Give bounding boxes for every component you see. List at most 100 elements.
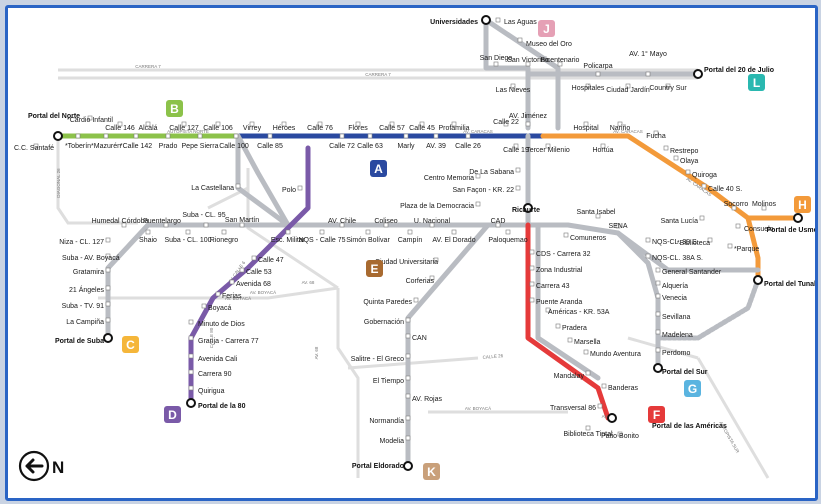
station-ciudad-jard-n[interactable]: Ciudad Jardín bbox=[606, 83, 650, 94]
station-suba-cl-100[interactable]: Suba - CL. 100 bbox=[164, 229, 212, 244]
station-av-rojas[interactable]: AV. Rojas bbox=[405, 393, 442, 403]
station-parque[interactable]: *Parque bbox=[727, 243, 759, 253]
station-virrey[interactable]: Virrey bbox=[243, 121, 262, 132]
station-transversal-86[interactable]: Transversal 86 bbox=[550, 403, 603, 412]
station-alquer-a[interactable]: Alquería bbox=[655, 280, 688, 290]
station-fucha[interactable]: Fucha bbox=[646, 130, 666, 140]
station-marly[interactable]: Marly bbox=[397, 133, 415, 150]
station-calle-26[interactable]: Calle 26 bbox=[455, 133, 481, 150]
station-santa-isabel[interactable]: Santa Isabel bbox=[577, 209, 616, 219]
station-u-nacional[interactable]: U. Nacional bbox=[414, 218, 451, 228]
station-perdomo[interactable]: Perdomo bbox=[655, 347, 691, 357]
station-portal-del-sur[interactable]: Portal del Sur bbox=[653, 363, 708, 376]
station-quirigua[interactable]: Quirigua bbox=[188, 385, 225, 395]
station-ferias[interactable]: Ferias bbox=[215, 291, 242, 300]
station-cardio-infantil[interactable]: *Cardio Infantil bbox=[67, 115, 113, 124]
station-suba-cl-95[interactable]: Suba - CL. 95 bbox=[182, 212, 226, 228]
station-bicentenario[interactable]: Bicentenario bbox=[541, 57, 580, 67]
station-molinos[interactable]: Molinos bbox=[752, 201, 777, 211]
station-av-39[interactable]: AV. 39 bbox=[426, 133, 446, 150]
station-las-nieves[interactable]: Las Nieves bbox=[496, 83, 531, 94]
line-badge-d[interactable]: D bbox=[164, 406, 181, 423]
station-profamilia[interactable]: Profamilia bbox=[438, 121, 470, 132]
station-c-c-santaf[interactable]: C.C. Santafé bbox=[14, 143, 54, 152]
station-salitre-el-greco[interactable]: Salitre - El Greco bbox=[351, 353, 411, 363]
station-esc-militar[interactable]: Esc. Militar bbox=[271, 229, 306, 244]
station-carrera-43[interactable]: Carrera 43 bbox=[529, 281, 570, 290]
line-badge-j[interactable]: J bbox=[538, 20, 555, 37]
station-sevillana[interactable]: Sevillana bbox=[655, 311, 691, 321]
station-boyac[interactable]: Boyacá bbox=[201, 303, 231, 312]
station-prado[interactable]: Prado bbox=[159, 133, 178, 150]
station-nqs-cl-30-s[interactable]: NQS-CL. 30 S. bbox=[645, 237, 699, 246]
station-country-sur[interactable]: Country Sur bbox=[649, 83, 687, 92]
station-san-victorino[interactable]: San Victorino bbox=[507, 57, 549, 67]
station-la-castellana[interactable]: La Castellana bbox=[191, 183, 241, 192]
station-niza-cl-127[interactable]: Niza - CL. 127 bbox=[59, 237, 111, 246]
station-puente-aranda[interactable]: Puente Aranda bbox=[529, 297, 582, 306]
station-calle-57[interactable]: Calle 57 bbox=[379, 121, 405, 132]
station-av-jim-nez[interactable]: AV. Jiménez bbox=[509, 113, 548, 127]
station-gobernaci-n[interactable]: Gobernación bbox=[364, 317, 411, 326]
station-cds-carrera-32[interactable]: CDS - Carrera 32 bbox=[529, 249, 591, 258]
station-tercer-milenio[interactable]: Tercer Milenio bbox=[526, 143, 570, 154]
station-normand-a[interactable]: Normandía bbox=[369, 415, 411, 425]
station-portal-de-la-80[interactable]: Portal de la 80 bbox=[186, 398, 246, 410]
station-tober-n[interactable]: *Toberín bbox=[65, 133, 91, 150]
station-avenida-68[interactable]: Avenida 68 bbox=[229, 279, 271, 288]
station-av-el-dorado[interactable]: AV. El Dorado bbox=[432, 229, 476, 244]
line-badge-g[interactable]: G bbox=[684, 380, 701, 397]
station-calle-146[interactable]: Calle 146 bbox=[105, 121, 135, 132]
station-calle-63[interactable]: Calle 63 bbox=[357, 133, 383, 150]
station-h-roes[interactable]: Héroes bbox=[273, 121, 296, 132]
station-plaza-de-la-democracia[interactable]: Plaza de la Democracia bbox=[400, 201, 481, 210]
station-nqs-cl-38a-s[interactable]: NQS-CL. 38A S. bbox=[645, 253, 703, 262]
line-badge-a[interactable]: A bbox=[370, 160, 387, 177]
station-calle-53[interactable]: Calle 53 bbox=[239, 267, 272, 276]
station-biblioteca[interactable]: *Biblioteca bbox=[677, 237, 713, 247]
station-cad[interactable]: CAD bbox=[491, 218, 506, 228]
station-quiroga[interactable]: Quiroga bbox=[685, 169, 717, 179]
station-portal-de-suba[interactable]: Portal de Suba bbox=[55, 333, 113, 345]
station-biblioteca-tintal[interactable]: Biblioteca Tintal bbox=[563, 425, 613, 438]
station-zona-industrial[interactable]: Zona Industrial bbox=[529, 265, 583, 274]
station-puentelargo[interactable]: Puentelargo bbox=[143, 218, 181, 228]
station-hospital[interactable]: Hospital bbox=[573, 121, 599, 132]
station-camp-n[interactable]: Campín bbox=[398, 229, 423, 244]
station-polo[interactable]: Polo bbox=[282, 185, 303, 194]
station-marsella[interactable]: Marsella bbox=[567, 337, 601, 346]
station-can[interactable]: CAN bbox=[405, 333, 427, 342]
station-portal-de-usme[interactable]: Portal de Usme bbox=[767, 213, 815, 234]
station-21-ngeles[interactable]: 21 Ángeles bbox=[69, 285, 111, 294]
station-coliseo[interactable]: Coliseo bbox=[374, 218, 398, 228]
station-restrepo[interactable]: Restrepo bbox=[663, 145, 699, 155]
station-flores[interactable]: Flores bbox=[348, 121, 368, 132]
station-las-aguas[interactable]: Las Aguas bbox=[495, 17, 537, 26]
station-mazur-n[interactable]: *Mazurén bbox=[91, 133, 121, 150]
station-pradera[interactable]: Pradera bbox=[555, 323, 587, 332]
station-patio-bonito[interactable]: Patio Bonito bbox=[601, 431, 639, 440]
station-paloquemao[interactable]: Paloquemao bbox=[488, 229, 528, 244]
station-universidades[interactable]: Universidades bbox=[430, 15, 491, 26]
line-badge-f[interactable]: F bbox=[648, 406, 665, 423]
station-madelena[interactable]: Madelena bbox=[655, 329, 693, 339]
station-portal-eldorado[interactable]: Portal Eldorado bbox=[352, 461, 413, 471]
station-portal-de-las-am-ricas[interactable]: Portal de las Américas bbox=[607, 413, 727, 430]
station-de-la-sabana[interactable]: De La Sabana bbox=[469, 167, 521, 176]
station-carrera-90[interactable]: Carrera 90 bbox=[188, 369, 232, 378]
station-mandalay[interactable]: Mandalay bbox=[554, 370, 591, 380]
station-calle-76[interactable]: Calle 76 bbox=[307, 121, 333, 132]
station-suba-av-boyac[interactable]: Suba - AV. Boyacá bbox=[62, 253, 120, 262]
station-corferias[interactable]: Corferias bbox=[406, 275, 435, 285]
station-centro-memoria[interactable]: Centro Memoria bbox=[424, 173, 481, 182]
station-venecia[interactable]: Venecia bbox=[655, 293, 687, 302]
station-consuelo[interactable]: Consuelo bbox=[735, 223, 774, 233]
station-sena[interactable]: SENA bbox=[608, 223, 627, 230]
station-calle-85[interactable]: Calle 85 bbox=[257, 133, 283, 150]
station-la-campi-a[interactable]: La Campiña bbox=[66, 317, 111, 326]
station-museo-del-oro[interactable]: Museo del Oro bbox=[517, 37, 572, 48]
station-socorro[interactable]: Socorro bbox=[724, 201, 749, 211]
line-badge-b[interactable]: B bbox=[166, 100, 183, 117]
station-calle-19[interactable]: Calle 19 bbox=[503, 143, 529, 154]
